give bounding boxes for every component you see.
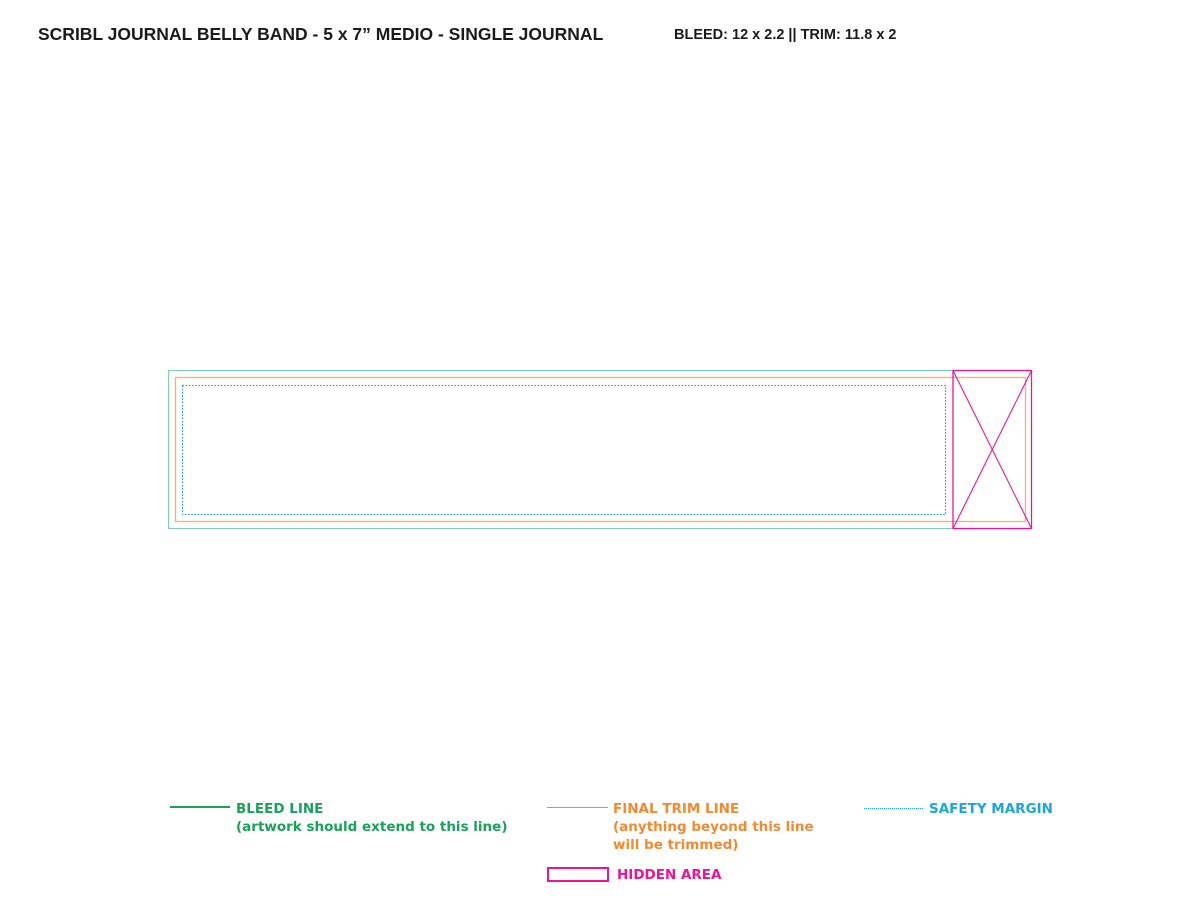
trim-line-rect <box>174 376 1027 523</box>
hidden-legend-label: HIDDEN AREA <box>617 867 722 883</box>
safety-legend-label: SAFETY MARGIN <box>929 801 1053 817</box>
safety-legend-swatch <box>864 808 923 809</box>
safety-margin-rect <box>182 385 946 515</box>
bleed-legend-note: (artwork should extend to this line) <box>236 819 508 835</box>
hidden-legend-swatch <box>547 867 609 882</box>
trim-legend: FINAL TRIM LINE (anything beyond this li… <box>613 800 814 854</box>
hidden-area-rect <box>952 369 1033 530</box>
hidden-area-cross-2 <box>952 370 1032 529</box>
safety-legend: SAFETY MARGIN <box>929 800 1053 818</box>
trim-legend-note-1: (anything beyond this line <box>613 819 814 835</box>
hidden-legend: HIDDEN AREA <box>617 866 721 884</box>
bleed-legend-swatch <box>170 806 230 808</box>
bleed-legend-label: BLEED LINE <box>236 801 324 817</box>
template-title: SCRIBL JOURNAL BELLY BAND - 5 x 7” MEDIO… <box>38 24 604 44</box>
bleed-line-rect <box>168 370 1032 529</box>
trim-legend-label: FINAL TRIM LINE <box>613 801 740 817</box>
template-specs: BLEED: 12 x 2.2 || TRIM: 11.8 x 2 <box>674 27 897 43</box>
bleed-legend: BLEED LINE (artwork should extend to thi… <box>236 800 508 836</box>
trim-legend-swatch <box>547 807 608 808</box>
trim-legend-note-2: will be trimmed) <box>613 837 739 853</box>
